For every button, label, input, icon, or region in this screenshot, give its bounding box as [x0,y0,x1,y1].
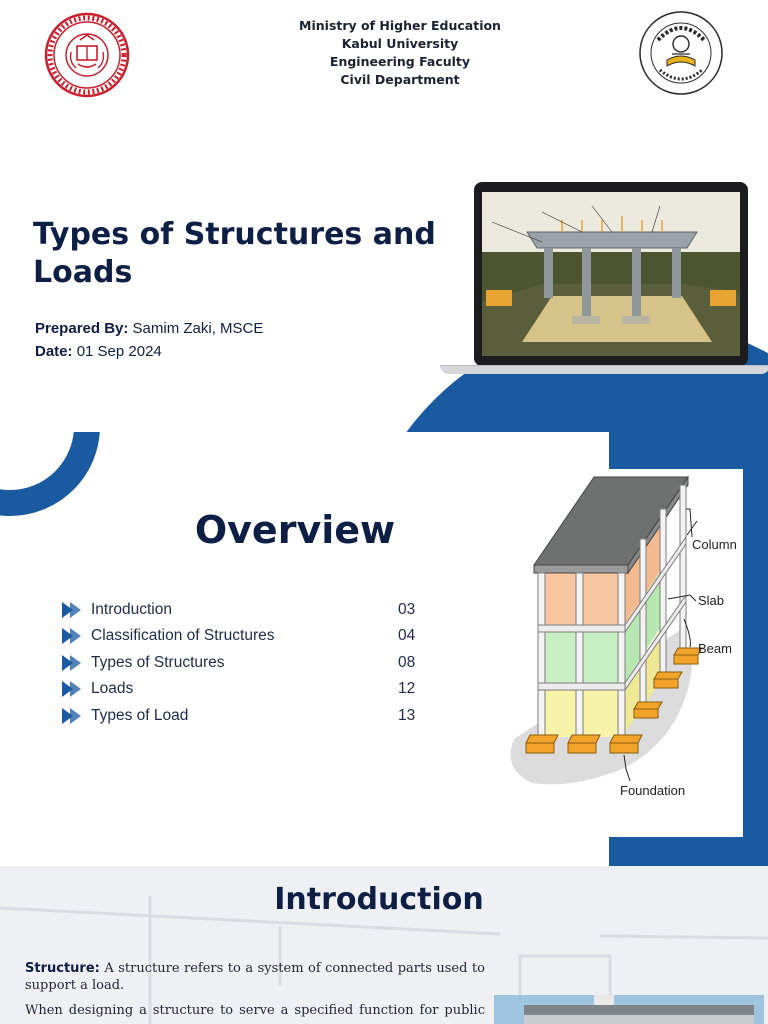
structure-definition: Structure: A structure refers to a syste… [25,960,485,994]
laptop-base [440,365,768,374]
toc-item-page: 12 [398,680,416,698]
toc-item-label: Loads [91,680,134,698]
university-seal-logo [44,12,130,98]
building-photo [494,995,764,1024]
overview-page: Overview Introduction 03 Classification … [0,432,768,866]
toc-item[interactable]: Loads 12 [62,679,422,705]
toc-item[interactable]: Introduction 03 [62,600,422,626]
double-play-arrow-icon [62,602,81,618]
double-play-arrow-icon [62,681,81,698]
double-play-arrow-icon [62,707,81,724]
presentation-title: Types of Structures and Loads [33,217,436,290]
structure-definition-text: A structure refers to a system of connec… [25,961,485,993]
structure-term: Structure: [25,961,100,976]
header-line-university: Kabul University [341,36,459,51]
design-paragraph: When designing a structure to serve a sp… [25,1003,485,1024]
ministry-logo [638,10,724,96]
toc-item-label: Types of Structures [91,653,225,671]
title-page: Ministry of Higher Education Kabul Unive… [0,0,768,432]
double-play-arrow-icon [62,654,81,671]
label-column: Column [692,537,737,552]
header-line-department: Civil Department [340,72,460,87]
toc-item-label: Introduction [91,601,172,618]
toc-item-page: 08 [398,653,416,671]
header-line-faculty: Engineering Faculty [329,54,471,69]
header-line-ministry: Ministry of Higher Education [299,18,501,33]
institution-header: Ministry of Higher Education Kabul Unive… [250,17,550,89]
date-label: Date: [35,343,73,360]
prepared-by-label: Prepared By: [35,320,129,337]
date-line: Date: 01 Sep 2024 [35,343,162,360]
toc-item-label: Classification of Structures [91,627,275,645]
prepared-by-value: Samim Zaki, MSCE [132,320,264,337]
laptop-lid [474,182,748,366]
label-foundation: Foundation [620,783,685,798]
faded-crane-background [0,896,768,1024]
toc-item[interactable]: Types of Structures 08 [62,653,422,679]
date-value: 01 Sep 2024 [76,343,162,360]
building-frame-diagram: Column Slab Beam Foundation [492,469,743,837]
prepared-by-line: Prepared By: Samim Zaki, MSCE [35,320,263,337]
structure-rendering-image [482,192,740,356]
toc-item[interactable]: Types of Load 13 [62,706,422,732]
toc-item-label: Types of Load [91,706,189,724]
toc-item-page: 03 [398,601,416,618]
double-play-arrow-icon [62,628,81,645]
toc-item[interactable]: Classification of Structures 04 [62,626,422,652]
overview-title: Overview [194,508,396,552]
laptop-mockup [440,182,768,378]
decorative-blue-arc [0,432,100,516]
label-beam: Beam [698,641,732,656]
table-of-contents: Introduction 03 Classification of Struct… [62,600,422,732]
label-slab: Slab [698,593,724,608]
introduction-title: Introduction [274,882,484,917]
toc-item-page: 04 [398,627,416,645]
introduction-page: Introduction Structure: A structure refe… [0,866,768,1024]
toc-item-page: 13 [398,706,416,724]
